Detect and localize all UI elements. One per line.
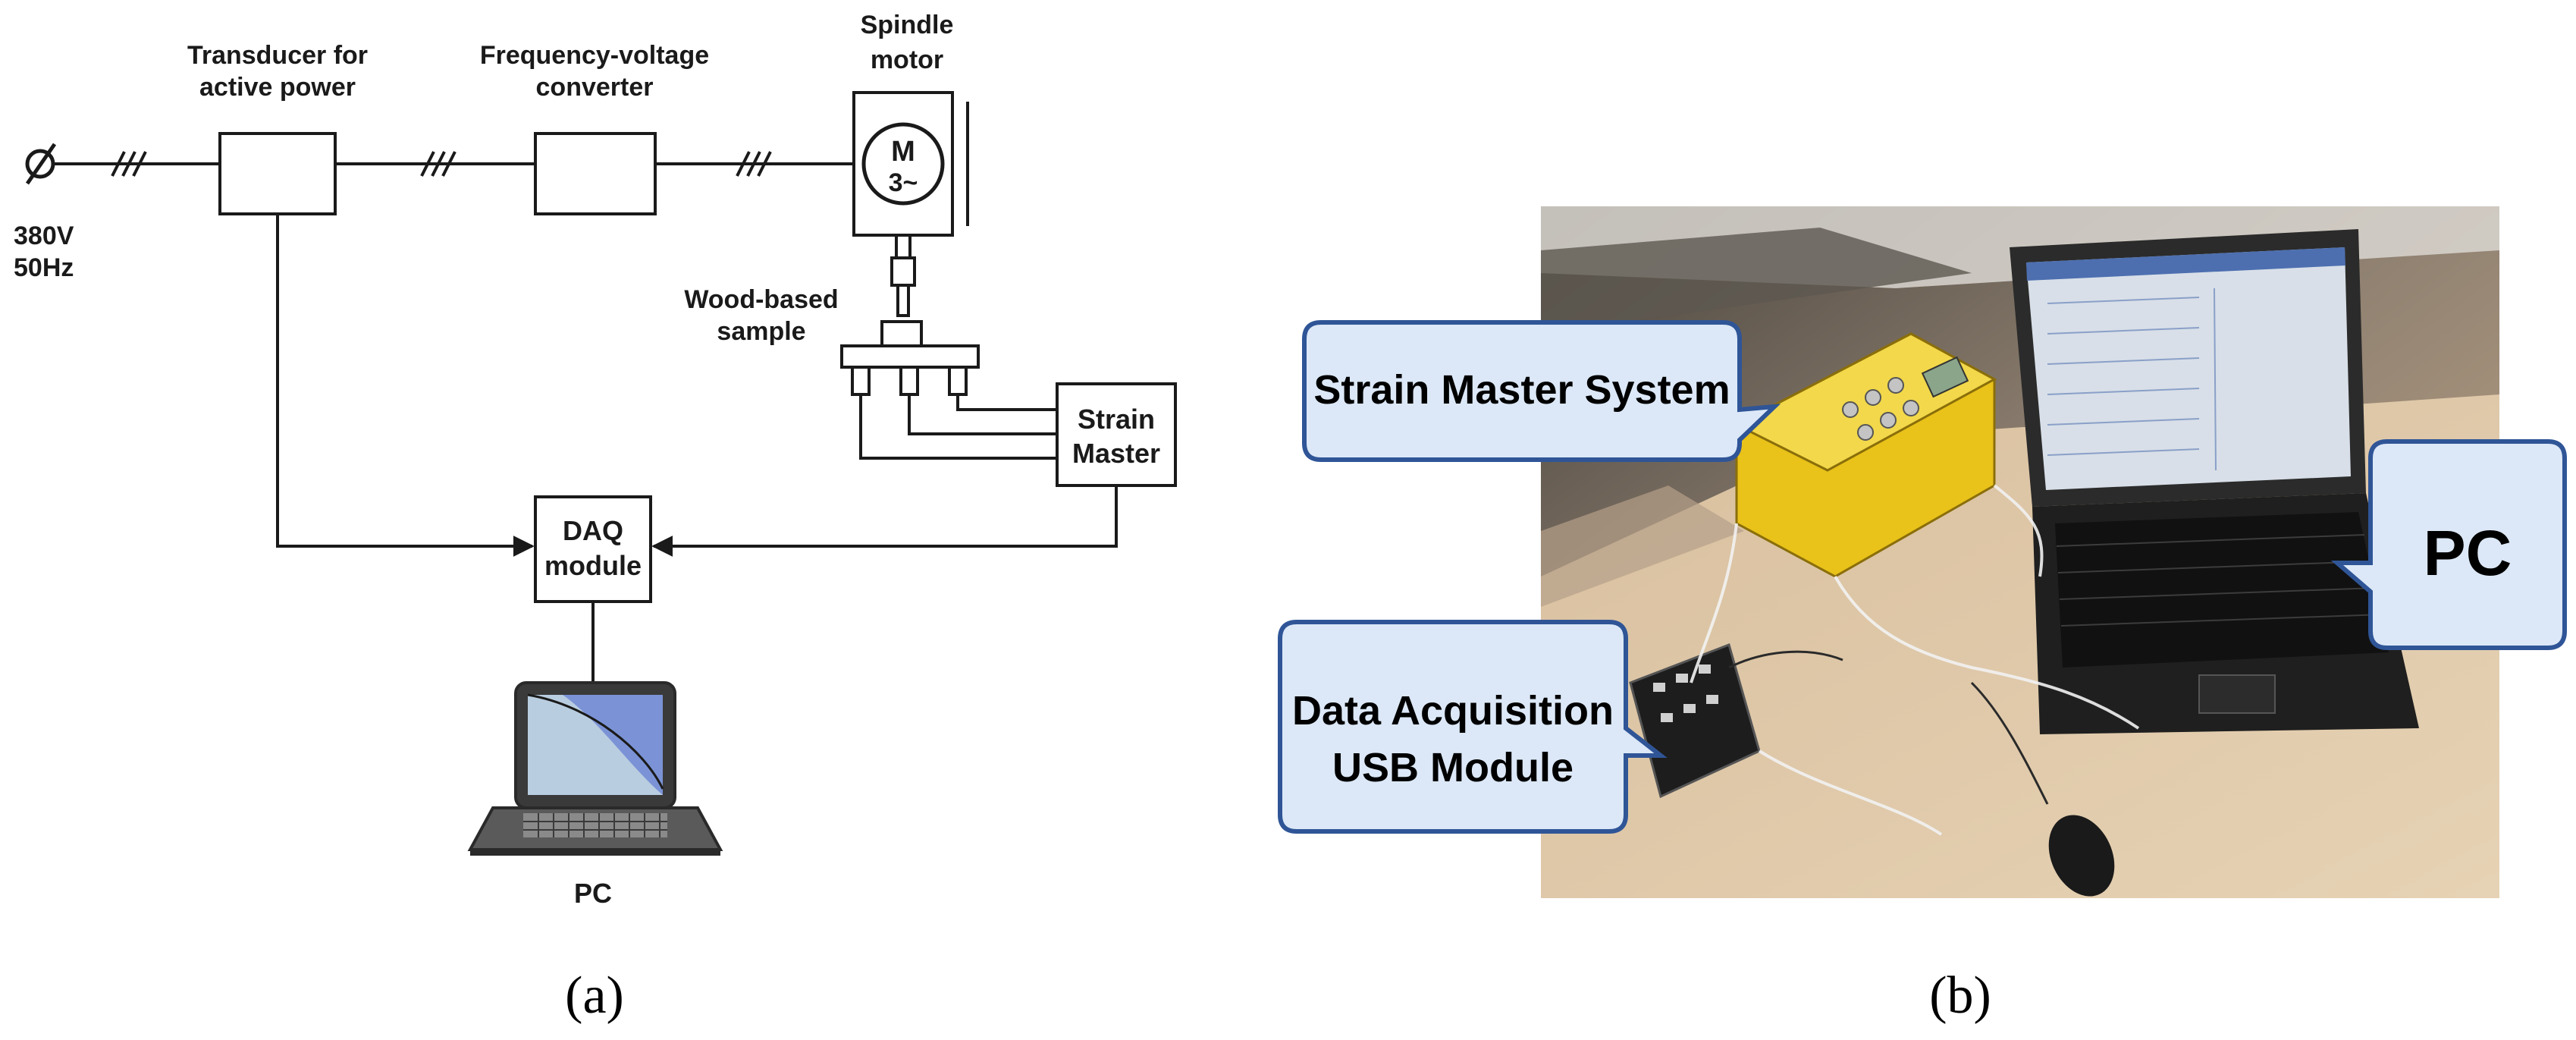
transducer-block	[218, 132, 337, 215]
caption-b: (b)	[1929, 966, 1991, 1025]
sample-label-2: sample	[717, 317, 805, 346]
converter-label-1: Frequency-voltage	[480, 41, 709, 70]
supply-frequency-label: 50Hz	[14, 253, 74, 282]
laptop-icon	[467, 681, 723, 856]
three-phase-mark-icon	[736, 151, 772, 177]
supply-voltage-label: 380V	[14, 222, 74, 250]
motor-symbol: M	[891, 136, 915, 168]
pc-label: PC	[574, 878, 612, 909]
block-diagram	[25, 91, 1177, 856]
motor-label-1: Spindle	[861, 11, 954, 39]
strain-wire-3	[859, 394, 1057, 460]
daq-usb-device	[1629, 643, 1761, 799]
caption-a: (a)	[565, 966, 624, 1025]
daq-block	[534, 495, 652, 603]
strain-wire-1	[956, 394, 1057, 411]
strain-master-label-2: Master	[1072, 438, 1160, 469]
callout-daq-text-2: USB Module	[1332, 745, 1574, 790]
callout-daq: Data Acquisition USB Module	[1278, 620, 1668, 834]
callout-strain-master-text: Strain Master System	[1313, 367, 1730, 413]
strain-master-device	[1734, 332, 1997, 578]
motor-phase: 3~	[889, 168, 918, 197]
cables	[1690, 484, 2140, 836]
sample-label-1: Wood-based	[684, 285, 838, 314]
transducer-to-daq	[276, 214, 535, 557]
three-phase-mark-icon	[111, 151, 147, 177]
mouse-icon	[2048, 815, 2115, 897]
sample-fixture	[840, 320, 980, 396]
strain-master-label-1: Strain	[1078, 404, 1155, 435]
setup-photo	[1541, 206, 2499, 898]
transducer-label-2: active power	[199, 73, 356, 102]
callout-strain-master: Strain Master System	[1302, 320, 1781, 462]
motor-label-2: motor	[871, 46, 943, 74]
callout-pc-text: PC	[2424, 517, 2512, 589]
callout-daq-text-1: Data Acquisition	[1292, 688, 1614, 734]
daq-label-2: module	[544, 550, 642, 581]
strain-wire-2	[908, 394, 1057, 435]
three-phase-mark-icon	[420, 151, 457, 177]
pc-laptop	[2010, 229, 2419, 734]
supply-terminal-icon	[25, 143, 57, 185]
callout-pc: PC	[2330, 439, 2567, 650]
spindle-motor	[852, 91, 969, 317]
motor-icon	[861, 122, 945, 206]
strain-master-block	[1056, 382, 1177, 487]
diagram-labels: 380V 50Hz Transducer for active power Fr…	[14, 11, 1160, 1025]
daq-label-1: DAQ	[563, 515, 623, 546]
strain-to-daq	[651, 485, 1118, 557]
converter-label-2: converter	[536, 73, 654, 102]
converter-block	[534, 132, 657, 215]
transducer-label-1: Transducer for	[187, 41, 368, 70]
